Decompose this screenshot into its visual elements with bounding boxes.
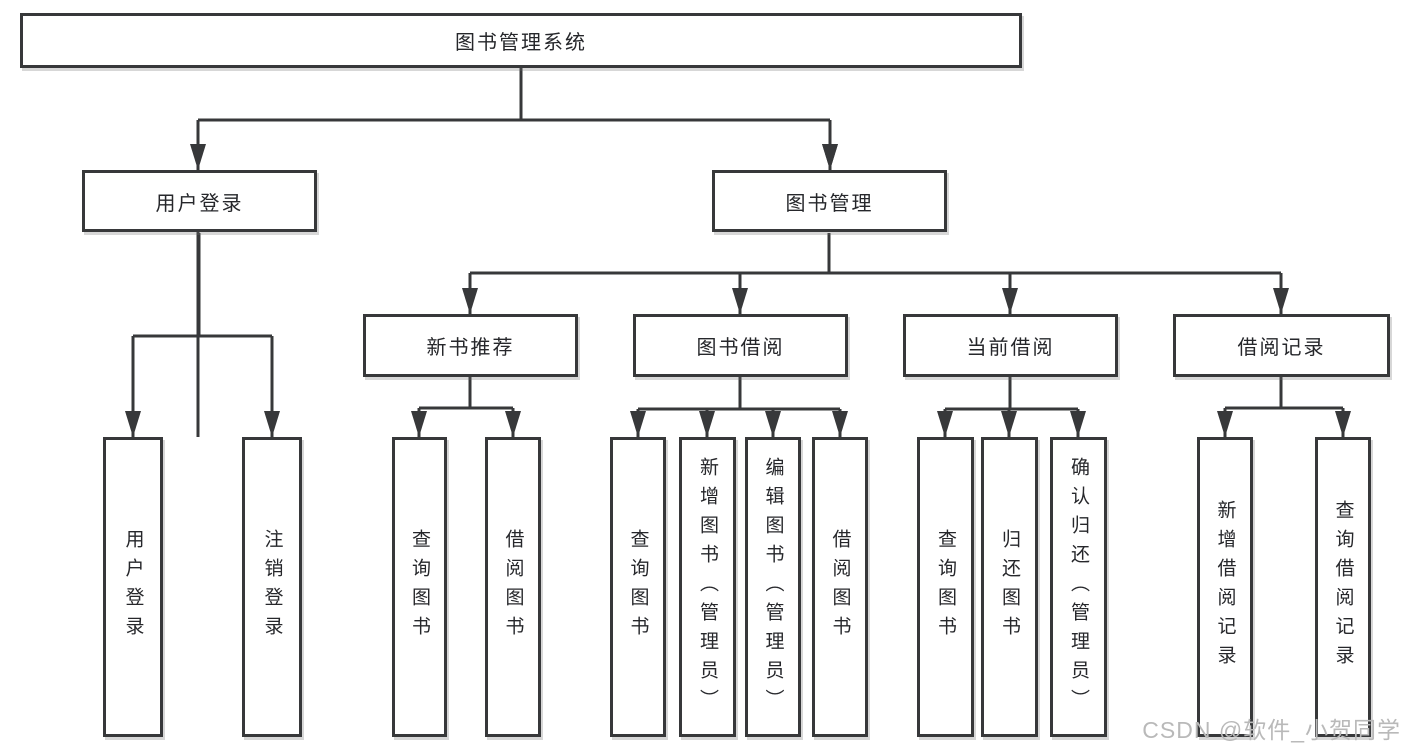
connector-current-borrow-children bbox=[937, 377, 1086, 437]
node-current-borrow: 当前借阅 bbox=[903, 314, 1118, 377]
node-book-borrow: 图书借阅 bbox=[633, 314, 848, 377]
leaf-logout: 注销登录 bbox=[242, 437, 302, 737]
node-user-login: 用户登录 bbox=[82, 170, 317, 232]
connector-borrow-records-children bbox=[1217, 377, 1351, 437]
leaf-label: 注销登录 bbox=[261, 529, 283, 645]
leaf-edit-book-admin: 编辑图书（管理员） bbox=[745, 437, 801, 737]
leaf-return-book: 归还图书 bbox=[981, 437, 1038, 737]
leaf-label: 查询图书 bbox=[409, 529, 430, 645]
leaf-label: 编辑图书（管理员） bbox=[762, 456, 784, 718]
leaf-label: 查询图书 bbox=[627, 529, 649, 645]
leaf-label: 用户登录 bbox=[122, 529, 144, 645]
leaf-borrow-book-2: 借阅图书 bbox=[812, 437, 868, 737]
leaf-user-login: 用户登录 bbox=[103, 437, 163, 737]
leaf-label: 借阅图书 bbox=[829, 529, 851, 645]
leaf-label: 查询借阅记录 bbox=[1332, 500, 1354, 674]
leaf-query-borrow-record: 查询借阅记录 bbox=[1315, 437, 1371, 737]
node-book-management: 图书管理 bbox=[712, 170, 947, 232]
leaf-add-book-admin: 新增图书（管理员） bbox=[679, 437, 736, 737]
leaf-label: 确认归还（管理员） bbox=[1068, 456, 1089, 718]
node-label: 图书借阅 bbox=[696, 337, 785, 359]
node-label: 图书管理系统 bbox=[455, 32, 587, 54]
leaf-borrow-book-1: 借阅图书 bbox=[485, 437, 541, 737]
connector-root-to-level2 bbox=[190, 68, 830, 437]
leaf-query-book-1: 查询图书 bbox=[392, 437, 447, 737]
connector-book-mgmt-to-level3 bbox=[462, 233, 1289, 314]
node-label: 图书管理 bbox=[785, 192, 874, 215]
leaf-label: 新增借阅记录 bbox=[1214, 500, 1236, 674]
node-label: 借阅记录 bbox=[1237, 337, 1326, 359]
connector-user-login-children bbox=[125, 233, 280, 437]
connector-new-book-rec-children bbox=[411, 377, 521, 437]
node-library-management-system: 图书管理系统 bbox=[20, 13, 1022, 68]
node-label: 新书推荐 bbox=[426, 337, 515, 359]
connector-book-borrow-children bbox=[630, 377, 848, 437]
leaf-label: 归还图书 bbox=[999, 529, 1020, 645]
node-borrow-records: 借阅记录 bbox=[1173, 314, 1390, 377]
node-new-book-recommend: 新书推荐 bbox=[363, 314, 578, 377]
node-label: 当前借阅 bbox=[966, 337, 1055, 359]
leaf-query-book-3: 查询图书 bbox=[917, 437, 974, 737]
leaf-query-book-2: 查询图书 bbox=[610, 437, 666, 737]
node-label: 用户登录 bbox=[155, 192, 244, 215]
leaf-add-borrow-record: 新增借阅记录 bbox=[1197, 437, 1253, 737]
leaf-label: 查询图书 bbox=[935, 529, 956, 645]
csdn-watermark: CSDN @软件_小贺同学 bbox=[1142, 717, 1401, 743]
leaf-label: 新增图书（管理员） bbox=[697, 456, 718, 718]
leaf-confirm-return-admin: 确认归还（管理员） bbox=[1050, 437, 1107, 737]
leaf-label: 借阅图书 bbox=[502, 529, 524, 645]
